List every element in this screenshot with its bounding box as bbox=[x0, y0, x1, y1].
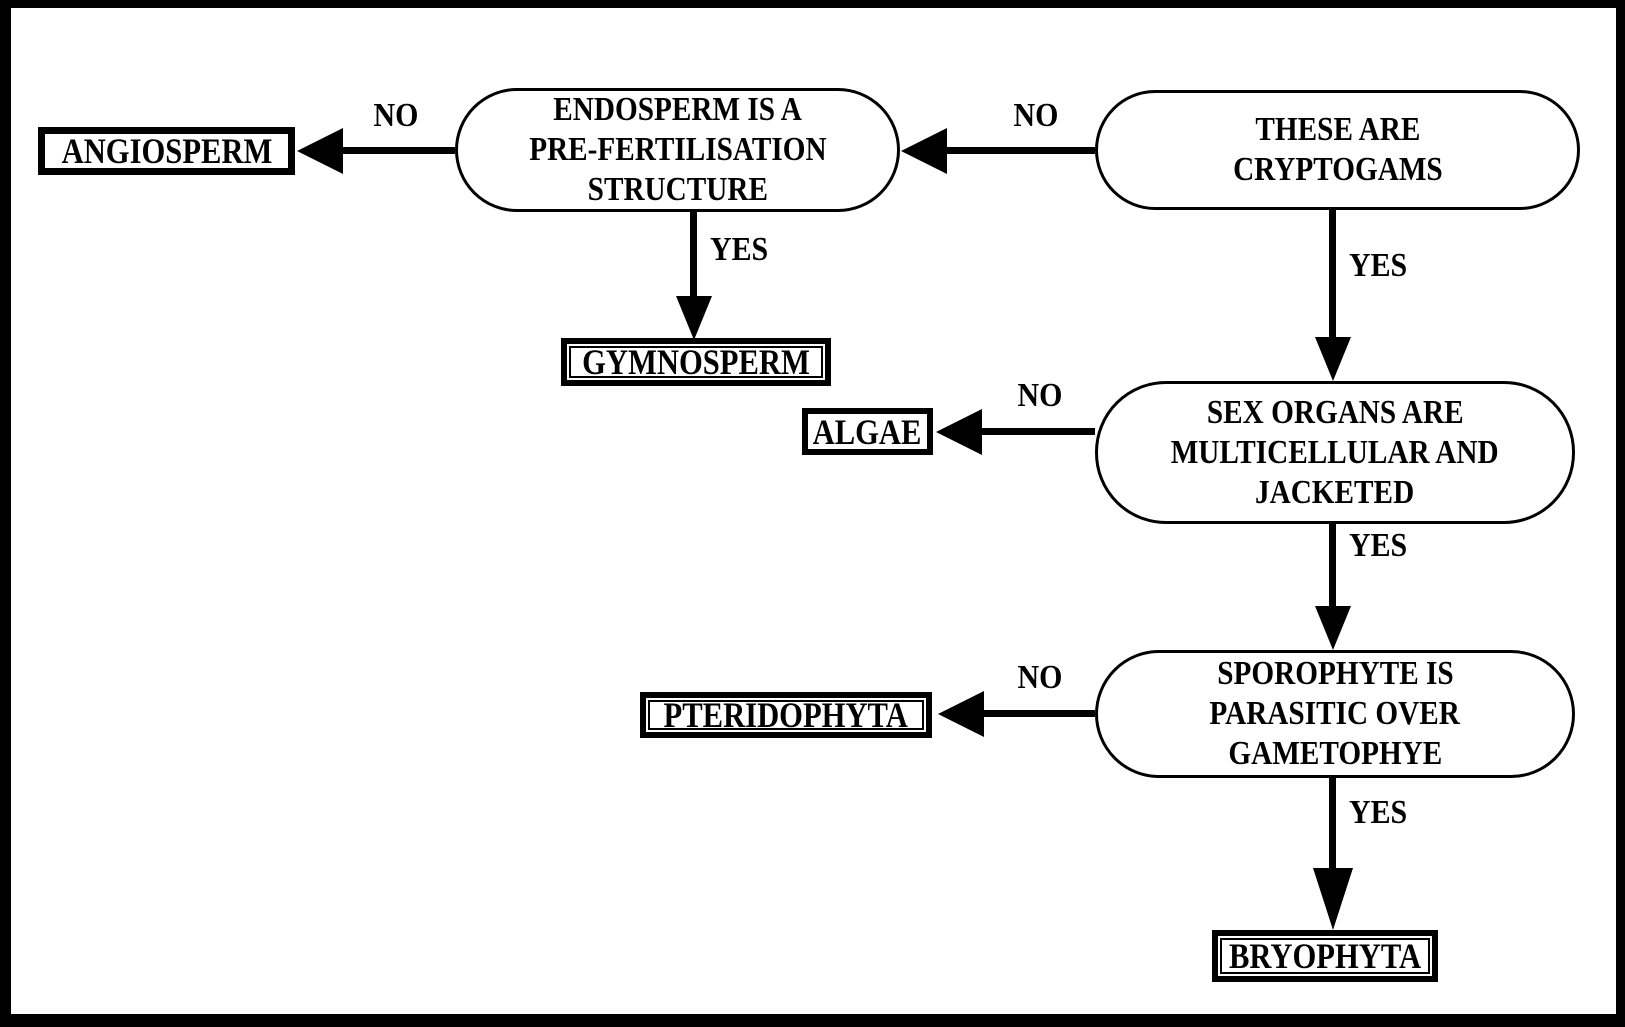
edge-label-yes-cryptogams: YES bbox=[1348, 247, 1408, 284]
arrow-sporophyte-to-pteridophyta-shaft bbox=[980, 710, 1095, 717]
arrow-cryptogams-to-sex-organs-shaft bbox=[1329, 210, 1336, 340]
edge-label-no-sporophyte: NO bbox=[1017, 659, 1063, 696]
decision-cryptogams: THESE ARE CRYPTOGAMS bbox=[1095, 90, 1580, 210]
edge-label-no-sex-organs: NO bbox=[1017, 377, 1063, 414]
arrow-sex-organs-to-algae-head-icon bbox=[936, 409, 982, 455]
decision-endosperm-line1: ENDOSPERM IS A bbox=[553, 91, 802, 128]
terminal-gymnosperm-label: GYMNOSPERM bbox=[582, 342, 810, 382]
arrow-sex-organs-to-sporophyte-shaft bbox=[1329, 524, 1336, 609]
arrow-sex-organs-to-sporophyte-head-icon bbox=[1315, 606, 1351, 650]
arrow-sporophyte-to-bryophyta-head-icon bbox=[1313, 868, 1353, 930]
edge-label-yes-sporophyte: YES bbox=[1348, 794, 1408, 831]
arrow-endosperm-to-gymnosperm-head-icon bbox=[676, 296, 712, 340]
decision-sex-organs: SEX ORGANS ARE MULTICELLULAR AND JACKETE… bbox=[1095, 381, 1575, 524]
arrow-sex-organs-to-algae-shaft bbox=[978, 428, 1095, 435]
decision-endosperm: ENDOSPERM IS A PRE-FERTILISATION STRUCTU… bbox=[455, 88, 900, 212]
terminal-pteridophyta-label: PTERIDOPHYTA bbox=[663, 695, 909, 735]
terminal-bryophyta-label: BRYOPHYTA bbox=[1228, 936, 1422, 976]
decision-cryptogams-line2: CRYPTOGAMS bbox=[1232, 151, 1443, 188]
arrow-cryptogams-to-endosperm-shaft bbox=[944, 147, 1095, 154]
arrow-endosperm-to-angiosperm-head-icon bbox=[297, 128, 343, 174]
terminal-bryophyta: BRYOPHYTA bbox=[1212, 930, 1438, 982]
terminal-angiosperm: ANGIOSPERM bbox=[38, 127, 295, 175]
arrow-endosperm-to-gymnosperm-shaft bbox=[690, 212, 697, 300]
decision-sporophyte-line2: PARASITIC OVER bbox=[1209, 695, 1461, 732]
terminal-angiosperm-label: ANGIOSPERM bbox=[61, 131, 272, 171]
edge-label-yes-endosperm: YES bbox=[709, 231, 769, 268]
terminal-algae-label: ALGAE bbox=[813, 411, 922, 452]
terminal-gymnosperm: GYMNOSPERM bbox=[561, 338, 831, 386]
decision-cryptogams-line1: THESE ARE bbox=[1255, 111, 1420, 148]
arrow-endosperm-to-angiosperm-shaft bbox=[341, 147, 455, 154]
decision-sporophyte-line3: GAMETOPHYE bbox=[1228, 735, 1442, 772]
decision-sporophyte-line1: SPOROPHYTE IS bbox=[1216, 655, 1454, 692]
edge-label-no-endosperm: NO bbox=[373, 97, 419, 134]
arrow-sporophyte-to-pteridophyta-head-icon bbox=[938, 691, 984, 737]
decision-sex-organs-line2: MULTICELLULAR AND bbox=[1171, 433, 1499, 471]
edge-label-yes-sex-organs: YES bbox=[1348, 527, 1408, 564]
decision-sex-organs-line3: JACKETED bbox=[1255, 473, 1415, 511]
terminal-pteridophyta: PTERIDOPHYTA bbox=[640, 692, 932, 738]
terminal-algae: ALGAE bbox=[802, 408, 933, 455]
decision-endosperm-line2: PRE-FERTILISATION bbox=[528, 131, 827, 168]
decision-sporophyte: SPOROPHYTE IS PARASITIC OVER GAMETOPHYE bbox=[1095, 650, 1575, 778]
edge-label-no-cryptogams: NO bbox=[1013, 97, 1059, 134]
arrow-cryptogams-to-sex-organs-head-icon bbox=[1315, 337, 1351, 381]
decision-endosperm-line3: STRUCTURE bbox=[587, 171, 768, 208]
arrow-sporophyte-to-bryophyta-shaft bbox=[1329, 778, 1336, 870]
arrow-cryptogams-to-endosperm-head-icon bbox=[901, 128, 947, 174]
decision-sex-organs-line1: SEX ORGANS ARE bbox=[1206, 393, 1464, 431]
